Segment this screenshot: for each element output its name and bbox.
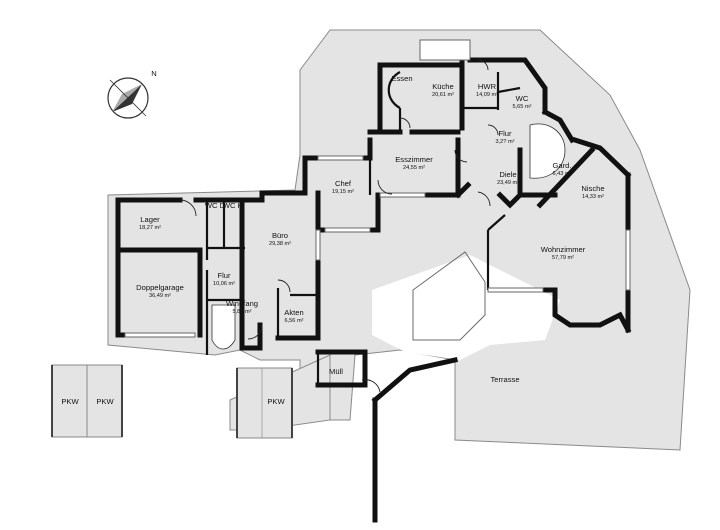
site-ground [107,29,691,451]
room-area-flur-right: 3,2? m² [496,139,515,145]
parking-left [51,364,123,438]
room-area-windfang: 5,85 m² [233,309,252,315]
room-name-wc: WC [516,94,529,103]
room-name-hwr: HWR [478,82,497,91]
room-area-buero: 29,38 m² [269,241,291,247]
room-area-diele: 23,49 m² [497,180,519,186]
room-name-doppelgarage: Doppelgarage [136,283,184,292]
room-area-esszimmer: 24,55 m² [403,165,425,171]
parking-label-3: PKW [267,397,285,406]
room-area-akten: 6,56 m² [285,318,304,324]
room-area-lager: 18,27 m² [139,225,161,231]
room-name-flur-right: Flur [498,129,512,138]
room-area-garderobe: 6,43 m² [553,171,572,177]
room-name-nische: Nische [581,184,604,193]
room-name-diele: Diele [499,170,516,179]
room-area-kueche: 20,61 m² [432,92,454,98]
room-name-terrasse: Terrasse [490,375,519,384]
compass: N [107,69,157,119]
room-area-doppelgarage: 36,49 m² [149,293,171,299]
room-name-windfang: Windfang [226,299,258,308]
room-area-flur-left: 10,06 m² [213,281,235,287]
room-name-esszimmer: Esszimmer [395,155,433,164]
room-area-nische: 14,33 m² [582,194,604,200]
room-area-wohnzimmer: 57,79 m² [552,255,574,261]
room-name-chef: Chef [335,179,352,188]
room-name-flur-left: Flur [217,271,231,280]
room-name-lager: Lager [140,215,160,224]
room-name-wc-h: WC H [223,201,243,210]
compass-label: N [151,69,156,78]
room-name-buero: Büro [272,231,288,240]
room-name-akten: Akten [284,308,303,317]
windows [124,39,631,338]
room-area-chef: 19,15 m² [332,189,354,195]
doors [179,59,499,393]
room-name-wc-d: WC D [205,201,226,210]
room-name-kueche: Küche [432,82,454,91]
parking-labels: PKW PKW PKW [61,397,285,406]
room-name-essen: Essen [391,74,412,83]
parking-label-1: PKW [61,397,79,406]
room-name-muell: Müll [329,367,343,376]
room-name-garderobe: Gard. [553,161,572,170]
parking-right [236,367,293,439]
room-area-hwr: 14,09 m² [476,92,498,98]
room-name-wohnzimmer: Wohnzimmer [541,245,586,254]
parking-label-2: PKW [96,397,114,406]
staircase [211,123,566,350]
walls [115,57,632,523]
room-area-wc: 5,65 m² [513,104,532,110]
